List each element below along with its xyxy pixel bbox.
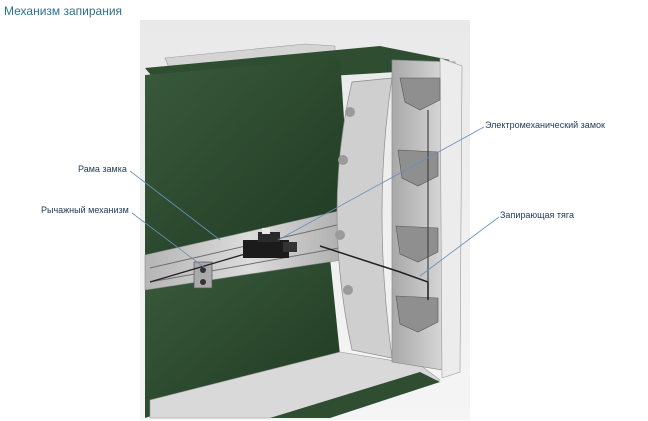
frame-rail-bottom <box>149 245 351 283</box>
leader-lock <box>277 126 485 241</box>
lower-green-panel <box>145 258 340 418</box>
callout-lever-mechanism: Рычажный механизм <box>41 205 129 215</box>
bottom-green-strip <box>270 372 440 418</box>
page-title: Механизм запирания <box>4 4 123 18</box>
callout-locking-rod: Запирающая тяга <box>500 210 574 220</box>
bulkhead-hole <box>335 230 345 240</box>
bottom-plate <box>149 351 441 419</box>
upper-green-panel <box>145 58 350 255</box>
bulkhead-hole <box>345 107 355 117</box>
electromechanical-lock-body <box>243 228 297 258</box>
bulkhead-hole <box>343 285 353 295</box>
leader-lever <box>131 212 206 269</box>
leader-frame <box>129 170 221 241</box>
lever-mechanism <box>149 253 246 289</box>
callout-electromechanical-lock: Электромеханический замок <box>485 120 605 130</box>
locking-rod-diagonal <box>319 245 429 300</box>
leader-rod <box>419 216 500 277</box>
right-door-edge <box>439 57 463 379</box>
bulkhead-hole <box>338 155 348 165</box>
callout-lock-frame: Рама замка <box>78 164 127 174</box>
